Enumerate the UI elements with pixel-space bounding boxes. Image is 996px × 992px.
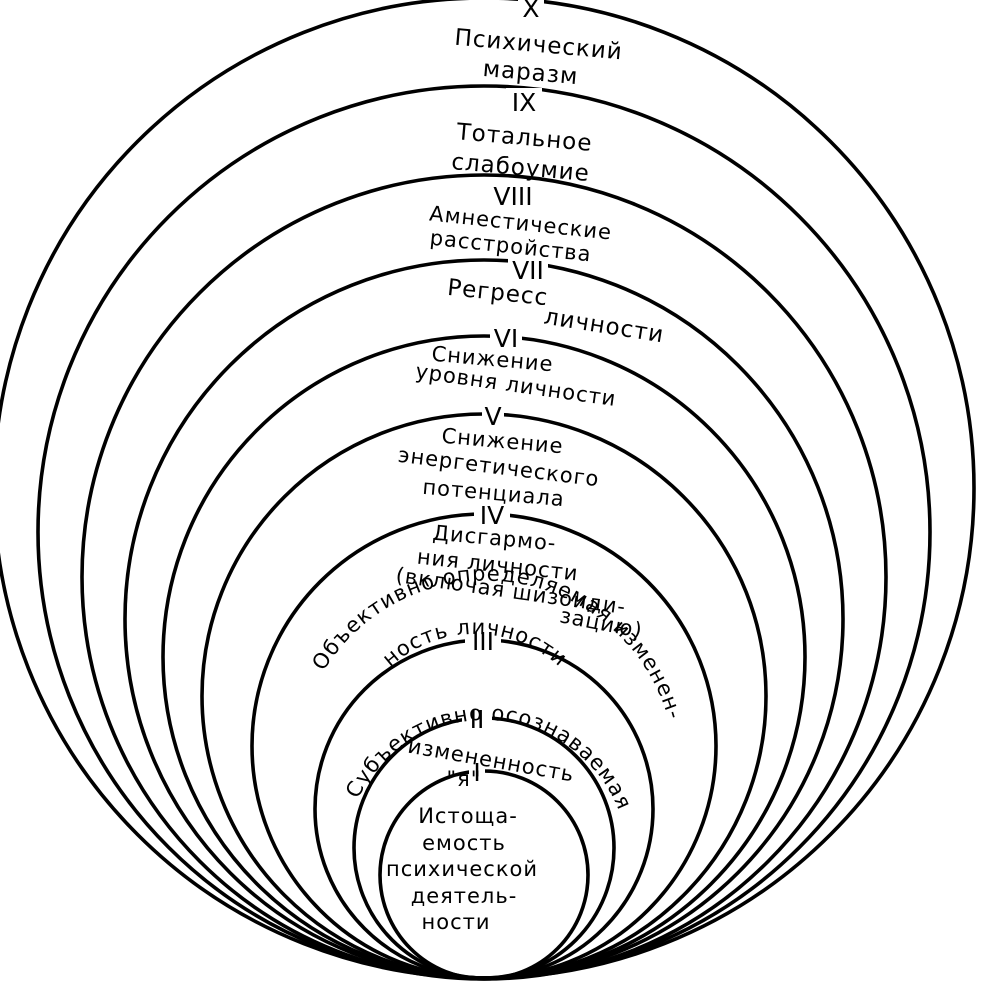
level-numeral-viii: VIII — [490, 182, 536, 211]
level-numeral-i: I — [469, 758, 485, 787]
level-numeral-x: X — [518, 0, 544, 23]
level-numeral-ix: IX — [506, 88, 542, 117]
level-label-i: Истоща- емость психической деятель- ност… — [386, 804, 538, 934]
level-numeral-vi: VI — [490, 324, 522, 353]
level-label-iv: Дисгармо- ния личности (включая шизоиди-… — [394, 521, 644, 643]
svg-text:Истоща-: Истоща- — [418, 804, 518, 828]
svg-text:II: II — [470, 705, 485, 734]
svg-text:V: V — [484, 402, 501, 431]
svg-text:Психический: Психический — [453, 25, 623, 66]
svg-text:VI: VI — [494, 324, 518, 353]
svg-text:деятель-: деятель- — [411, 884, 518, 908]
level-numeral-ii: II — [462, 705, 492, 734]
svg-text:I: I — [473, 758, 480, 787]
level-label-v: Снижение энергетического потенциала — [397, 424, 601, 511]
level-label-x: Психический маразм — [453, 25, 623, 90]
level-numeral-iii: III — [465, 627, 501, 656]
level-label-viii: Амнестические расстройства — [428, 202, 613, 267]
svg-text:VII: VII — [512, 256, 544, 285]
level-numeral-vii: VII — [508, 256, 548, 285]
svg-text:"я": "я" — [447, 767, 482, 791]
svg-text:IV: IV — [480, 501, 504, 530]
level-label-ii: Субъективно осознаваемая измененность "я… — [341, 701, 636, 814]
svg-text:III: III — [472, 627, 494, 656]
svg-text:ности: ности — [421, 910, 490, 934]
level-numeral-v: V — [482, 402, 504, 431]
svg-text:IX: IX — [512, 88, 537, 117]
svg-text:X: X — [522, 0, 539, 23]
level-numeral-iv: IV — [474, 501, 510, 530]
svg-text:личности: личности — [542, 304, 666, 349]
svg-text:психической: психической — [386, 857, 538, 881]
svg-text:VIII: VIII — [493, 182, 532, 211]
svg-text:измененность: измененность — [406, 734, 576, 787]
svg-text:емость: емость — [422, 831, 506, 855]
